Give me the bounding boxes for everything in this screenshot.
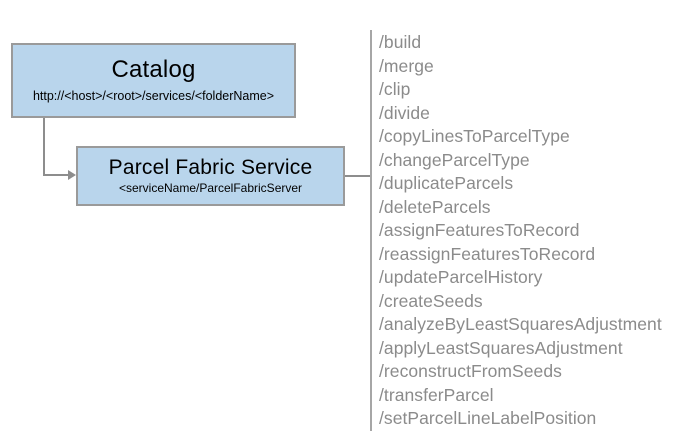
operation-list-item[interactable]: /reassignFeaturesToRecord xyxy=(379,243,596,264)
connector-arrowhead-icon xyxy=(68,170,76,180)
operations-rail-divider xyxy=(370,30,372,431)
node-catalog-subtitle: http://<host>/<root>/services/<folderNam… xyxy=(32,89,275,104)
operation-list-item[interactable]: /reconstructFromSeeds xyxy=(379,361,562,381)
operation-list-item[interactable]: /divide xyxy=(379,102,430,123)
operation-list-item[interactable]: /updateParcelHistory xyxy=(379,267,543,287)
node-catalog-title: Catalog xyxy=(111,56,196,84)
node-parcel-fabric-service-title: Parcel Fabric Service xyxy=(108,155,313,179)
operation-list-item[interactable]: /setParcelLineLabelPosition xyxy=(379,408,597,428)
operation-list-item[interactable]: /transferParcel xyxy=(379,384,494,405)
operation-list-item[interactable]: /duplicateParcels xyxy=(379,173,514,193)
connector-vertical-segment xyxy=(43,118,45,176)
operations-list: /build/merge/clip/divide/copyLinesToParc… xyxy=(379,31,684,431)
connector-operations-stub xyxy=(345,175,372,177)
connector-horizontal-segment xyxy=(43,174,71,176)
operation-list-item[interactable]: /applyLeastSquaresAdjustment xyxy=(379,337,623,358)
operation-list-item[interactable]: /analyzeByLeastSquaresAdjustment xyxy=(379,314,662,334)
operation-list-item[interactable]: /assignFeaturesToRecord xyxy=(379,220,580,240)
operation-list-item[interactable]: /build xyxy=(379,32,422,52)
node-parcel-fabric-service[interactable]: Parcel Fabric Service <serviceName/Parce… xyxy=(76,146,345,206)
operation-list-item[interactable]: /clip xyxy=(379,79,411,99)
node-parcel-fabric-service-subtitle: <serviceName/ParcelFabricServer xyxy=(118,181,303,196)
operation-list-item[interactable]: /changeParcelType xyxy=(379,149,530,170)
node-catalog[interactable]: Catalog http://<host>/<root>/services/<f… xyxy=(11,43,296,118)
operation-list-item[interactable]: /copyLinesToParcelType xyxy=(379,126,570,146)
operation-list-item[interactable]: /deleteParcels xyxy=(379,196,491,217)
operation-list-item[interactable]: /merge xyxy=(379,55,434,76)
operation-list-item[interactable]: /createSeeds xyxy=(379,290,483,311)
